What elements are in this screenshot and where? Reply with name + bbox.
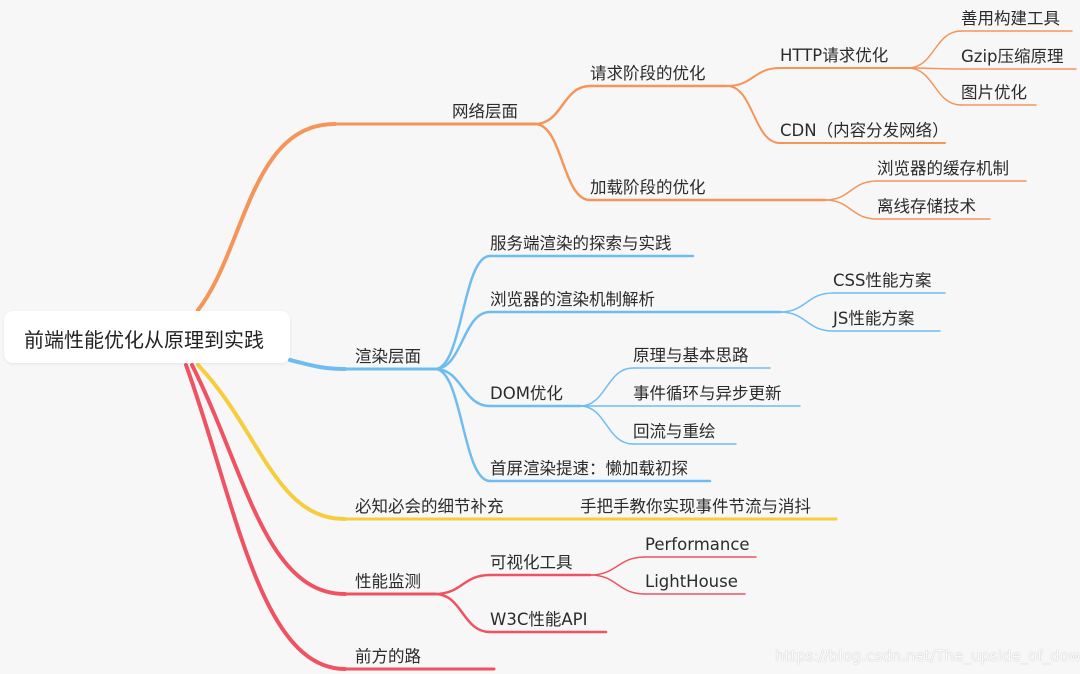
- edge-root-network: [196, 122, 337, 312]
- node-w3c-api: W3C性能API: [490, 610, 588, 629]
- edge-network-loading: [533, 122, 592, 202]
- edge-monitor-api: [433, 592, 492, 634]
- node-details: 必知必会的细节补充: [355, 497, 504, 516]
- node-road: 前方的路: [355, 647, 421, 666]
- node-monitor: 性能监测: [355, 572, 421, 591]
- edge-monitor-visual: [433, 573, 492, 596]
- node-render: 渲染层面: [355, 347, 421, 366]
- watermark: https://blog.csdn.net/The_upside_of_down: [775, 647, 1080, 665]
- node-lighthouse: LightHouse: [645, 572, 738, 591]
- edge-browser-css: [779, 292, 834, 313]
- edge-dom-reflow: [579, 405, 634, 445]
- edge-request-http: [726, 67, 781, 87]
- edge-visual-lighthouse: [589, 574, 646, 595]
- edge-loading-offline: [824, 199, 878, 220]
- node-browser-render: 浏览器的渲染机制解析: [490, 290, 655, 309]
- node-event-loop: 事件循环与异步更新: [633, 384, 782, 403]
- node-visual-tools: 可视化工具: [490, 553, 573, 572]
- root-node: 前端性能优化从原理到实践: [4, 311, 290, 363]
- edge-browser-js: [779, 311, 834, 332]
- node-http-request: HTTP请求优化: [780, 46, 889, 65]
- node-dom: DOM优化: [490, 384, 563, 403]
- node-images: 图片优化: [961, 83, 1027, 102]
- edge-render-lazy: [433, 367, 492, 483]
- edge-render-dom: [433, 367, 492, 408]
- node-network: 网络层面: [452, 102, 518, 121]
- node-performance: Performance: [645, 535, 750, 554]
- edge-root-road: [184, 363, 347, 671]
- edge-root-render: [288, 358, 347, 371]
- edge-http-build: [907, 30, 962, 69]
- node-ssr: 服务端渲染的探索与实践: [490, 234, 672, 253]
- edge-request-cdn: [726, 85, 781, 144]
- edge-dom-basics: [579, 367, 634, 407]
- edge-loading-cache: [824, 180, 878, 201]
- node-lazy-load: 首屏渲染提速：懒加载初探: [490, 459, 688, 478]
- node-build-tools: 善用构建工具: [961, 9, 1060, 28]
- edge-root-detail: [196, 363, 347, 521]
- edge-network-request: [533, 84, 592, 126]
- node-browser-cache: 浏览器的缓存机制: [877, 159, 1009, 178]
- node-css-perf: CSS性能方案: [833, 271, 932, 290]
- node-cdn: CDN（内容分发网络）: [780, 121, 949, 140]
- node-gzip: Gzip压缩原理: [961, 47, 1064, 66]
- node-throttle: 手把手教你实现事件节流与消抖: [580, 497, 811, 516]
- edge-render-ssr: [433, 254, 492, 371]
- edge-http-images: [907, 67, 962, 106]
- edge-visual-performance: [589, 556, 646, 576]
- node-reflow: 回流与重绘: [633, 422, 716, 441]
- edge-root-monitor: [190, 363, 347, 596]
- edge-render-browser: [433, 310, 492, 371]
- node-loading-stage: 加载阶段的优化: [590, 178, 706, 197]
- node-offline-storage: 离线存储技术: [877, 197, 976, 216]
- node-request-stage: 请求阶段的优化: [590, 64, 706, 83]
- node-dom-basics: 原理与基本思路: [633, 346, 749, 365]
- node-js-perf: JS性能方案: [833, 309, 915, 328]
- root-node-label: 前端性能优化从原理到实践: [24, 328, 264, 352]
